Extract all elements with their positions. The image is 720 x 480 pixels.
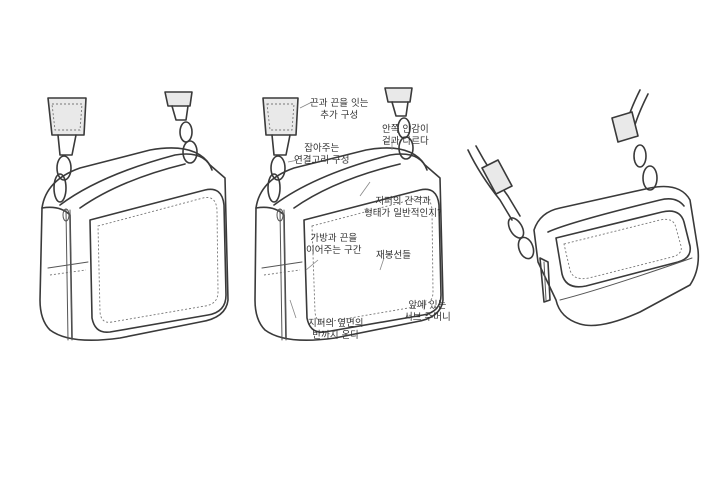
bag-sketch-middle — [254, 87, 444, 342]
note-line: 재봉선들 — [376, 250, 411, 261]
note-inner-lining: 안쪽 안감이 겉과 다르다 — [382, 124, 429, 148]
note-line: 앞에 있는 — [408, 300, 447, 311]
note-line: 안쪽 안감이 — [382, 124, 429, 135]
bag-sketch-right — [467, 89, 700, 327]
note-line: 지퍼의 간격과 — [375, 196, 431, 207]
note-line: 잡아주는 — [304, 143, 340, 154]
note-bag-strap-section: 가방과 끈을 이어주는 구간 — [306, 233, 361, 257]
note-zipper-side: 지퍼의 옆면의 반까지 온다 — [308, 318, 363, 342]
note-seam-line: 재봉선들 — [376, 250, 411, 262]
note-line: 서브 주머니 — [404, 312, 451, 323]
note-line: 형태가 일반적인지? — [364, 208, 442, 219]
note-front-pocket: 앞에 있는 서브 주머니 — [404, 300, 451, 324]
note-strap-extension: 끈과 끈을 잇는 추가 구성 — [310, 98, 368, 122]
bag-sketch-left — [39, 91, 229, 342]
note-line: 끈과 끈을 잇는 — [310, 98, 369, 109]
note-line: 겉과 다르다 — [382, 136, 429, 147]
note-line: 연결고리 구성 — [294, 155, 350, 166]
note-line: 가방과 끈을 — [310, 233, 358, 244]
note-line: 반까지 온다 — [312, 330, 360, 341]
note-line: 지퍼의 옆면의 — [308, 318, 364, 329]
note-connector-ring: 잡아주는 연결고리 구성 — [294, 143, 349, 167]
note-line: 추가 구성 — [320, 110, 359, 121]
note-zipper-spacing: 지퍼의 간격과 형태가 일반적인지? — [364, 196, 442, 220]
note-line: 이어주는 구간 — [306, 245, 362, 256]
